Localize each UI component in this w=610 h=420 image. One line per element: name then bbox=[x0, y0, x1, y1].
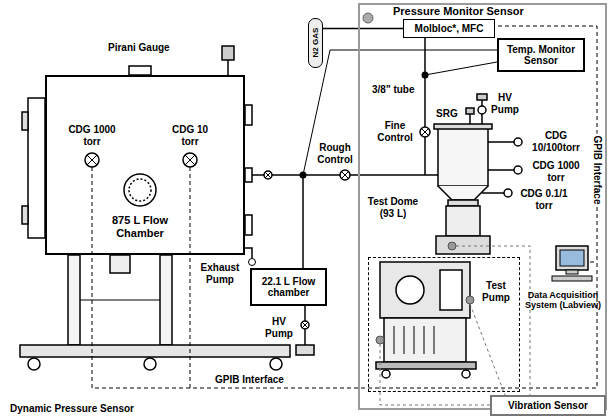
gauge-label: CDG 10/100torr bbox=[524, 130, 588, 153]
bus-label: GPIB Interface bbox=[215, 374, 284, 386]
valve-label: Fine Control bbox=[372, 120, 418, 143]
gauge-label: SRG bbox=[436, 108, 458, 120]
chamber-box: 22.1 L Flow chamber bbox=[250, 268, 327, 306]
mfc-box: Molbloc*, MFC bbox=[403, 19, 495, 38]
gauge-label: CDG 1000 torr bbox=[524, 160, 588, 183]
sensor-box: Temp. Monitor Sensor bbox=[497, 38, 585, 72]
cylinder-label: N2 GAS bbox=[311, 28, 320, 58]
flow-chamber: 875 L Flow Chamber bbox=[45, 75, 245, 255]
pipe-label: 3/8" tube bbox=[372, 84, 415, 96]
box-label: Molbloc*, MFC bbox=[415, 23, 484, 35]
pump-region: Test Pump bbox=[368, 257, 520, 392]
box-label: Vibration Sensor bbox=[508, 400, 588, 412]
region-label: Test Pump bbox=[474, 280, 518, 303]
gas-line bbox=[323, 28, 403, 30]
box-label: Temp. Monitor Sensor bbox=[502, 44, 580, 67]
gauge-label: CDG 10 torr bbox=[164, 124, 216, 147]
system-label: Data Acquisition System (Labview) bbox=[520, 290, 606, 311]
part-label: Test Dome (93 L) bbox=[366, 196, 420, 219]
sensor-box: Vibration Sensor bbox=[490, 395, 606, 416]
panel-title: Pressure Monitor Sensor bbox=[393, 5, 583, 18]
chamber-label: 875 L Flow Chamber bbox=[100, 214, 180, 239]
part-label: Pirani Gauge bbox=[108, 42, 170, 54]
bus-label: GPIB Interface bbox=[591, 134, 603, 207]
part-label: HV Pump bbox=[262, 316, 296, 339]
gauge-label: CDG 0.1/1 torr bbox=[514, 188, 574, 211]
gauge-label: CDG 1000 torr bbox=[66, 124, 118, 147]
part-label: Exhaust Pump bbox=[198, 262, 242, 285]
sensor-label: Dynamic Pressure Sensor bbox=[10, 403, 134, 415]
box-label: 22.1 L Flow chamber bbox=[255, 276, 322, 299]
gas-cylinder: N2 GAS bbox=[308, 18, 323, 68]
part-label: HV Pump bbox=[488, 92, 522, 115]
valve-label: Rough Control bbox=[314, 142, 356, 165]
